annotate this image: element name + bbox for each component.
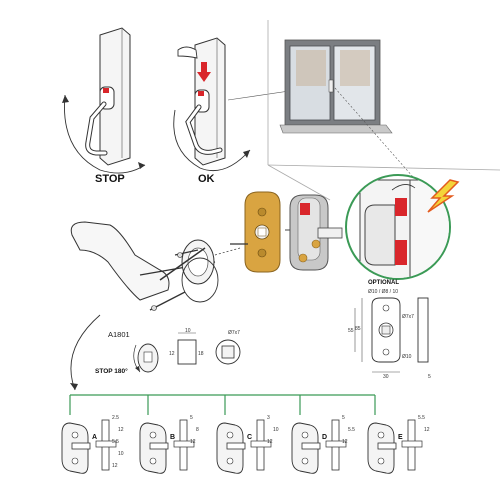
screw-hole [377,431,385,439]
variant-label: E [398,434,403,441]
dim-10-top: 10 [185,328,191,334]
variant-dimension: 8 [196,427,199,433]
screw-hole [226,457,234,465]
screw-hole [301,431,309,439]
screw-hole [149,431,157,439]
dim-55: 55 [348,328,354,334]
side-spindle [95,440,117,448]
chrome-rose-plate [285,194,343,271]
variant-dimension: 12 [118,427,124,433]
door-handle-illustration [70,221,241,311]
model-label: A1801 [108,330,130,339]
dim-5: 5 [428,374,431,380]
variant-dimension: 12 [342,439,348,445]
highlight-arrow-icon [427,179,460,213]
press-arrow-icon [197,62,211,82]
variant-dimension: 5.5 [418,415,425,421]
variant-d: D 55.512 [291,415,355,474]
side-spindle [401,440,423,448]
variant-dimension: 3 [267,415,270,421]
dim-30: 30 [383,374,389,380]
screw-hole [301,457,309,465]
screw-hole [71,431,79,439]
spindle [149,442,169,450]
variant-dimension: 12 [190,439,196,445]
side-spindle [250,440,272,448]
variant-label: A [92,434,97,441]
variant-dimension: 5.5 [112,439,119,445]
screw-hole [226,431,234,439]
detail-zoom-circle [345,174,451,280]
variant-tree [69,394,376,415]
variant-dimension: 5.5 [348,427,355,433]
screw-hole [377,457,385,465]
ok-label: OK [198,173,215,185]
stop-illustration [62,27,146,174]
variant-dimension: 12 [424,427,430,433]
optional-plate-drawing [354,297,429,373]
spindle [226,442,246,450]
spindle [71,442,91,450]
side-spindle [325,440,347,448]
dim-12-left: 12 [169,351,175,357]
bronze-stop-plate [230,191,281,273]
dim-bore: Ø10 / Ø8 / 10 [368,289,398,295]
variant-e: E 5.5 12 [367,415,430,474]
variant-dimension: 12 [112,463,118,469]
stop180-label: STOP 180° [95,367,128,375]
dim-square: Ø7x7 [228,330,240,336]
dim-85: 85 [355,326,361,332]
variant-dimension: 12 [267,439,273,445]
variant-dimension: 10 [273,427,279,433]
variant-label: D [322,434,327,441]
variant-dimension: 10 [118,451,124,457]
spindle [301,442,321,450]
screw-hole [149,457,157,465]
screw-hole [71,457,79,465]
side-spindle [173,440,195,448]
square-section-drawing [215,339,241,365]
optional-label: OPTIONAL [368,280,399,286]
variant-dimension: 5 [190,415,193,421]
dim-18-right: 18 [198,351,204,357]
variant-label: C [247,434,252,441]
spindle-profile-drawing [177,332,197,365]
variant-label: B [170,434,175,441]
variant-dimension: 2.5 [112,415,119,421]
ok-illustration [173,37,251,172]
stop-180-illustration [133,343,159,373]
dim-10b: Ø10 [402,354,412,360]
variant-dimension: 5 [342,415,345,421]
window-room-illustration [267,20,500,201]
dim-7x7: Ø7x7 [402,314,414,320]
spindle [377,442,397,450]
stop-label: STOP [95,173,125,185]
